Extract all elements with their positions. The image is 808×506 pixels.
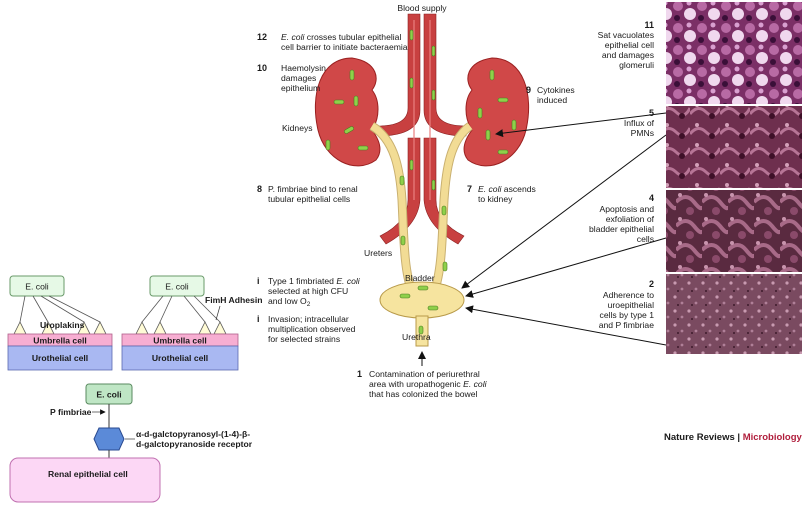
right-kidney [463, 57, 530, 167]
step-7-number: 7 [467, 184, 472, 194]
receptor-label-line1: α-d-galctopyranosyl-(1-4)-β- [136, 429, 250, 439]
step-1-number: 1 [357, 369, 362, 379]
urothelial-cell [121, 345, 239, 371]
panel-2-line3: cells by type 1 [600, 310, 655, 320]
panel-11-line2: epithelial cell [605, 40, 654, 50]
panel-5-line2: PMNs [631, 128, 654, 138]
step-10-text-line2: damages [281, 73, 316, 83]
step-12-text-line1: E. coli crosses tubular epithelial [281, 32, 401, 42]
step-7-text-line1: E. coli ascends [478, 184, 536, 194]
step-type1-number: i [257, 276, 260, 286]
panel-11-line4: glomeruli [619, 60, 654, 70]
panel-4-line3: bladder epithelial [589, 224, 654, 234]
panel-2-line2: uroepithelial [608, 300, 654, 310]
ecoli-label: E. coli [165, 282, 188, 292]
receptor-label-line2: d-galctopyranoside receptor [136, 439, 253, 449]
step-8-number: 8 [257, 184, 262, 194]
fimh-adhesin-label: FimH Adhesin [205, 295, 262, 305]
step-9-text-line1: Cytokines [537, 85, 575, 95]
step-10-text-line3: epithelium [281, 83, 320, 93]
panel-2-line4: and P fimbriae [599, 320, 654, 330]
panel-4-line2: exfoliation of [606, 214, 655, 224]
kidneys-label: Kidneys [282, 123, 313, 133]
step-type1-line3: and low O2 [268, 296, 311, 308]
step-9-number: 9 [526, 85, 531, 95]
ecoli-box-right [149, 275, 205, 297]
panel-11-line3: and damages [602, 50, 654, 60]
step-10-text-line1: Haemolysin [281, 63, 326, 73]
bacteria [325, 29, 517, 335]
ecoli-box-left [9, 275, 65, 297]
step-1-line2: area with uropathogenic E. coli [369, 379, 488, 389]
blood-supply-label: Blood supply [397, 3, 447, 13]
panel-4-number: 4 [649, 193, 654, 203]
ecoli-label: E. coli [96, 390, 121, 400]
step-10-number: 10 [257, 63, 267, 73]
arrow-4-to-bladder [465, 237, 667, 298]
panel-5-number: 5 [649, 108, 654, 118]
urethra-label: Urethra [402, 332, 431, 342]
step-12-text-line2: cell barrier to initiate bacteraemia [281, 42, 408, 52]
umbrella-cell-label: Umbrella cell [33, 336, 87, 346]
ecoli-label: E. coli [25, 282, 48, 292]
step-type1-line2: selected at high CFU [268, 286, 348, 296]
p-fimbriae-label: P fimbriae [50, 407, 92, 417]
step-type1-line1: Type 1 fimbriated E. coli [268, 276, 361, 286]
left-kidney [314, 57, 381, 167]
step-invasion-line3: for selected strains [268, 334, 340, 344]
urothelial-cell-label: Urothelial cell [152, 353, 208, 363]
urinary-tract-illustration: Blood supply Kidneys Ureters Bladder Ure… [257, 3, 667, 399]
step-1-line3: that has colonized the bowel [369, 389, 478, 399]
umbrella-cell-label: Umbrella cell [153, 336, 207, 346]
step-9-text-line2: induced [537, 95, 567, 105]
panel-2-number: 2 [649, 279, 654, 289]
panel-4-line1: Apoptosis and [600, 204, 655, 214]
journal-credit: Nature Reviews | Microbiology [664, 432, 803, 443]
step-invasion-line2: multiplication observed [268, 324, 356, 334]
arrow-2-to-bladder [465, 305, 667, 346]
step-12-number: 12 [257, 32, 267, 42]
panel-5-line1: Influx of [624, 118, 655, 128]
step-7-text-line2: to kidney [478, 194, 513, 204]
fimh-pili [19, 295, 221, 323]
ureters-label: Ureters [364, 248, 392, 258]
renal-epithelial-label: Renal epithelial cell [48, 469, 128, 479]
micrograph-panels: 11 Sat vacuolates epithelial cell and da… [589, 2, 802, 354]
bladder-label: Bladder [405, 273, 435, 283]
step-8-text-line1: P. fimbriae bind to renal [268, 184, 358, 194]
panel-11-line1: Sat vacuolates [598, 30, 654, 40]
step-invasion-number: i [257, 314, 260, 324]
micrograph-11 [666, 2, 802, 104]
urothelial-cell-label: Urothelial cell [32, 353, 88, 363]
step-invasion-line1: Invasion; intracellular [268, 314, 349, 324]
urothelial-cell [7, 345, 113, 371]
micrograph-2 [666, 274, 802, 354]
step-1-line1: Contamination of periurethral [369, 369, 480, 379]
arrow-9-to-kidney [495, 112, 667, 138]
arrow-5-to-bladder [461, 134, 667, 289]
panel-4-line4: cells [637, 234, 654, 244]
step-8-text-line2: tubular epithelial cells [268, 194, 350, 204]
renal-epithelial-cell [9, 457, 161, 503]
adhesion-schematic: E. coli E. coli Uroplakins FimH Adhesin … [7, 275, 262, 503]
panel-2-line1: Adherence to [603, 290, 654, 300]
receptor-hexagon [93, 427, 125, 451]
uroplakins-label: Uroplakins [40, 320, 85, 330]
micrograph-5 [666, 106, 802, 188]
micrograph-4 [666, 190, 802, 272]
panel-11-number: 11 [644, 20, 654, 30]
